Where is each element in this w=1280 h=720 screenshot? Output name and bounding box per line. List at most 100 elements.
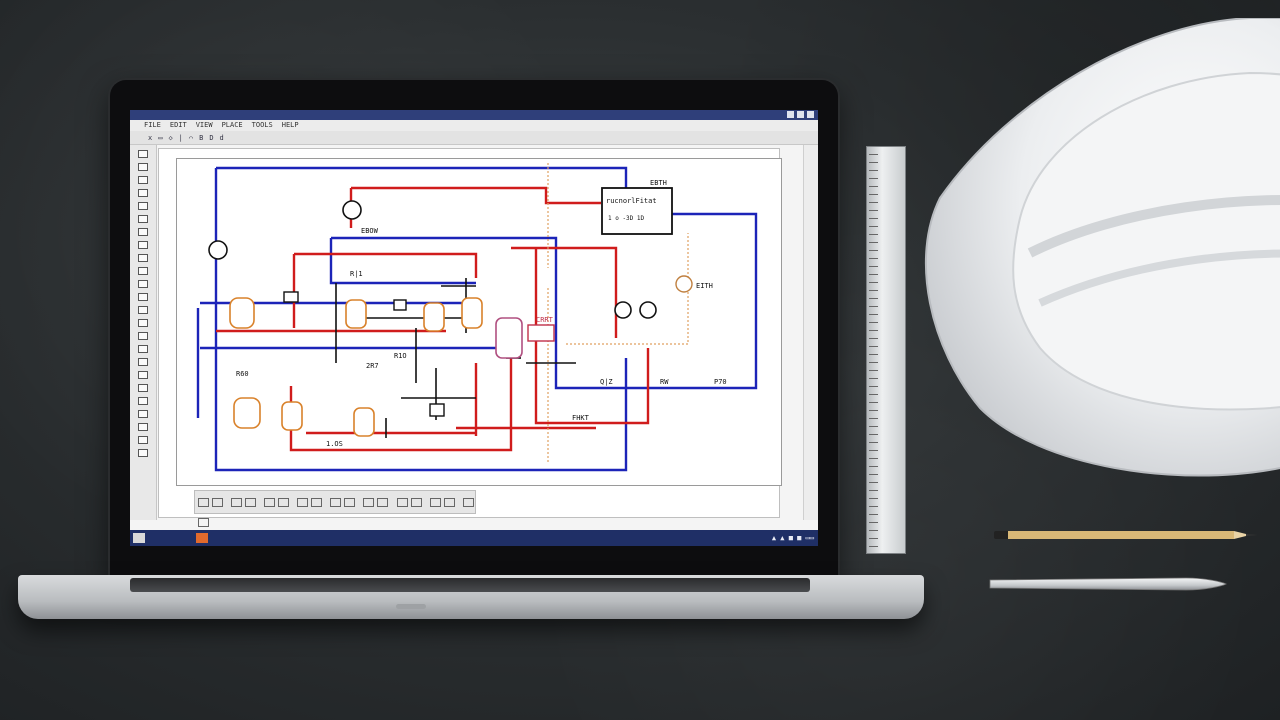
switch-symbol[interactable] (283, 291, 299, 303)
toolbar-icon[interactable] (245, 498, 257, 507)
toolbar-button[interactable]: x (148, 134, 153, 142)
bottom-toolbar (194, 490, 476, 527)
toolbar-icon[interactable] (344, 498, 356, 507)
tool-icon[interactable] (138, 345, 148, 353)
schematic-labels: rucnorlFitat 1 o -3D 1D EBTH EBOW EITH R… (236, 179, 727, 448)
right-scroll-strip[interactable] (803, 145, 818, 520)
toolbar-icon[interactable] (311, 498, 323, 507)
tool-icon[interactable] (138, 150, 148, 158)
tool-icon[interactable] (138, 228, 148, 236)
toolbar-icon[interactable] (212, 498, 223, 507)
close-button[interactable] (807, 111, 814, 118)
tool-icon[interactable] (138, 306, 148, 314)
node-label: R1O (394, 352, 407, 360)
menu-item-view[interactable]: VIEW (195, 121, 213, 129)
start-button[interactable] (133, 533, 145, 543)
menu-item-edit[interactable]: EDIT (169, 121, 187, 129)
toolbar-icon[interactable] (231, 498, 243, 507)
coil-component[interactable] (233, 397, 261, 429)
window-controls (787, 111, 814, 118)
node-label: R60 (236, 370, 249, 378)
coil-component[interactable] (229, 297, 255, 329)
signal-label: EITH (696, 282, 713, 290)
tool-icon[interactable] (138, 254, 148, 262)
circuit-schematic[interactable]: rucnorlFitat 1 o -3D 1D EBTH EBOW EITH R… (176, 158, 782, 486)
toolbar-icon[interactable] (264, 498, 276, 507)
tool-icon[interactable] (138, 176, 148, 184)
toolbar-icon[interactable] (410, 498, 422, 507)
toolbar-button[interactable]: ⌒ (188, 134, 194, 142)
menu-item-place[interactable]: PLACE (221, 121, 243, 129)
toolbar-icon[interactable] (278, 498, 290, 507)
toolbar-icon[interactable] (377, 498, 389, 507)
coil-component[interactable] (423, 302, 445, 332)
toolbar-icon[interactable] (443, 498, 455, 507)
tool-icon[interactable] (138, 371, 148, 379)
right-label: Q|Z (600, 378, 613, 386)
orange-guides (547, 163, 689, 463)
maximize-button[interactable] (797, 111, 804, 118)
toolbar-icon[interactable] (462, 498, 474, 507)
tool-icon[interactable] (138, 163, 148, 171)
menu-item-file[interactable]: FILE (144, 121, 161, 129)
ruler (866, 146, 906, 554)
toolbar-icon[interactable] (198, 518, 209, 527)
tool-icon[interactable] (138, 384, 148, 392)
coil-component[interactable] (353, 407, 375, 437)
toolbar-icon[interactable] (198, 498, 209, 507)
switch-symbol[interactable] (429, 403, 445, 417)
tool-icon[interactable] (138, 189, 148, 197)
toolbar-icon[interactable] (363, 498, 375, 507)
window-titlebar (130, 110, 818, 120)
tool-icon[interactable] (138, 267, 148, 275)
tool-icon[interactable] (138, 423, 148, 431)
tool-icon[interactable] (138, 397, 148, 405)
tool-icon[interactable] (138, 202, 148, 210)
coil-component[interactable] (461, 297, 483, 329)
toolbar-button[interactable]: B (199, 134, 204, 142)
tool-icon[interactable] (138, 332, 148, 340)
pencil (994, 531, 1258, 539)
toolbar-icon[interactable] (297, 498, 309, 507)
tool-icon[interactable] (138, 358, 148, 366)
tool-icon[interactable] (138, 293, 148, 301)
tool-icon[interactable] (138, 410, 148, 418)
toolbar-icon[interactable] (429, 498, 441, 507)
meter-symbol[interactable] (639, 301, 657, 319)
tool-icon[interactable] (138, 241, 148, 249)
tool-icon[interactable] (138, 449, 148, 457)
meter-symbol[interactable] (614, 301, 632, 319)
tool-icon[interactable] (138, 319, 148, 327)
menu-item-tools[interactable]: TOOLS (251, 121, 273, 129)
coil-component[interactable] (345, 299, 367, 329)
taskbar: ▲ ▲ ■ ■ ▭▭ (130, 530, 818, 546)
node-label: 2R7 (366, 362, 379, 370)
meter-symbol[interactable] (342, 200, 362, 220)
block-label: R|1 (350, 270, 363, 278)
laptop-notch (396, 604, 426, 609)
switch-symbol[interactable] (393, 299, 407, 311)
meter-symbol[interactable] (675, 275, 693, 293)
resistor-block[interactable] (527, 324, 555, 342)
tool-icon[interactable] (138, 436, 148, 444)
controller-label: rucnorlFitat (606, 197, 657, 205)
signal-label: EBOW (361, 227, 379, 235)
coil-component[interactable] (495, 317, 523, 359)
components (208, 187, 693, 437)
taskbar-app-icon[interactable] (196, 533, 208, 543)
toolbar-button[interactable]: d (219, 134, 224, 142)
toolbar-icon[interactable] (396, 498, 408, 507)
tool-icon[interactable] (138, 280, 148, 288)
meter-symbol[interactable] (208, 240, 228, 260)
tool-icon[interactable] (138, 215, 148, 223)
toolbar-button[interactable]: D (209, 134, 214, 142)
coil-component[interactable] (281, 401, 303, 431)
toolbar-button[interactable]: ◇ (168, 134, 173, 142)
menu-item-help[interactable]: HELP (281, 121, 299, 129)
toolbar-button[interactable]: ▭ (158, 134, 163, 142)
tray-status: ▲ ▲ ■ ■ ▭▭ (771, 534, 814, 542)
minimize-button[interactable] (787, 111, 794, 118)
controller-block[interactable] (601, 187, 673, 235)
toolbar-button[interactable]: | (178, 134, 183, 142)
toolbar-icon[interactable] (330, 498, 342, 507)
